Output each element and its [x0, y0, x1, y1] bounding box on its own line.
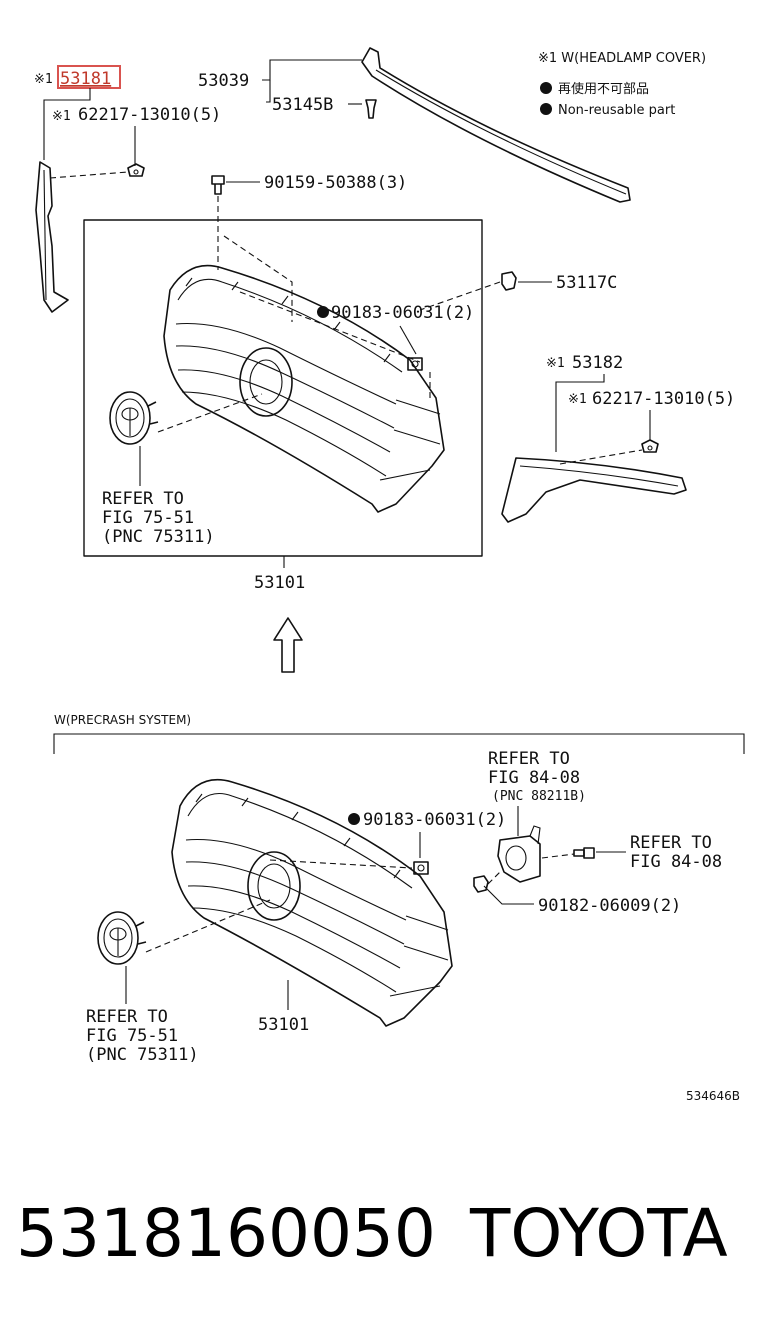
part-label-90183-top[interactable]: 90183-06031(2)	[331, 303, 474, 323]
legend-item-en: Non-reusable part	[558, 103, 675, 118]
side-molding-53181	[35, 161, 69, 313]
clip-icon	[365, 99, 377, 119]
bolt-icon	[573, 847, 595, 859]
part-label-53117c[interactable]: 53117C	[556, 273, 617, 293]
brand-name: TOYOTA	[469, 1195, 728, 1272]
non-reusable-dot-icon	[348, 813, 360, 825]
nut-icon	[413, 861, 429, 875]
refer-text[interactable]: FIG 75-51	[86, 1026, 178, 1046]
dashed-line	[541, 853, 575, 859]
part-label-62217-left[interactable]: 62217-13010(5)	[78, 105, 221, 125]
grille-assembly-frame	[83, 219, 483, 557]
clip-icon	[641, 439, 659, 453]
refer-text[interactable]: REFER TO	[86, 1007, 168, 1027]
part-label-90183-bottom[interactable]: 90183-06031(2)	[363, 810, 506, 830]
refer-text[interactable]: FIG 75-51	[102, 508, 194, 528]
refer-text[interactable]: REFER TO	[630, 833, 712, 853]
part-label-53039[interactable]: 53039	[198, 71, 249, 91]
part-label-53145b[interactable]: 53145B	[272, 95, 333, 115]
upper-molding-53039	[361, 47, 631, 203]
note-mark: ※1	[52, 109, 71, 124]
side-molding-53182	[501, 457, 687, 523]
radiator-grille-53101	[163, 264, 445, 513]
part-label-62217-right[interactable]: 62217-13010(5)	[592, 389, 735, 409]
legend-title: ※1 W(HEADLAMP COVER)	[538, 51, 706, 66]
dashed-line	[487, 871, 501, 885]
part-label-53101-bottom[interactable]: 53101	[258, 1015, 309, 1035]
refer-text[interactable]: REFER TO	[488, 749, 570, 769]
non-reusable-dot-icon	[540, 103, 552, 115]
refer-text[interactable]: FIG 84-08	[630, 852, 722, 872]
refer-text[interactable]: (PNC 88211B)	[492, 789, 586, 804]
precrash-sensor-icon	[497, 825, 541, 883]
part-number: 5318160050	[16, 1195, 436, 1272]
note-mark: ※1	[34, 72, 53, 87]
diagram-code: 534646B	[686, 1089, 740, 1103]
leader-line	[43, 88, 91, 160]
dashed-line	[157, 393, 263, 433]
dashed-line	[419, 281, 501, 311]
note-mark: ※1	[568, 392, 587, 407]
dashed-line	[269, 859, 413, 869]
part-label-53101-top[interactable]: 53101	[254, 573, 305, 593]
leader-line	[262, 59, 362, 81]
dashed-line	[223, 235, 293, 322]
nut-icon	[501, 271, 517, 291]
section-title-precrash: W(PRECRASH SYSTEM)	[54, 713, 191, 727]
highlight-box	[57, 65, 121, 89]
non-reusable-dot-icon	[540, 82, 552, 94]
radiator-grille-53101	[171, 778, 453, 1027]
refer-text[interactable]: (PNC 75311)	[86, 1045, 199, 1065]
refer-text[interactable]: REFER TO	[102, 489, 184, 509]
toyota-emblem-icon	[97, 911, 147, 965]
dashed-line	[49, 171, 129, 179]
arrow-up-icon	[273, 617, 303, 673]
section-bracket	[53, 733, 745, 754]
refer-text[interactable]: FIG 84-08	[488, 768, 580, 788]
refer-text[interactable]: (PNC 75311)	[102, 527, 215, 547]
dashed-line	[239, 291, 421, 363]
nut-icon	[473, 875, 489, 893]
leader-line	[399, 325, 417, 355]
leader-line	[266, 80, 271, 103]
note-mark: ※1	[546, 356, 565, 371]
leader-line	[555, 374, 605, 452]
part-label-90159[interactable]: 90159-50388(3)	[264, 173, 407, 193]
leader-line	[483, 885, 534, 905]
dashed-line	[145, 899, 271, 953]
bolt-icon	[211, 175, 225, 195]
toyota-emblem-icon	[109, 391, 159, 445]
part-label-53181[interactable]: 53181	[60, 69, 111, 89]
clip-icon	[127, 163, 145, 177]
part-label-53182[interactable]: 53182	[572, 353, 623, 373]
legend-item-jp: 再使用不可部品	[558, 81, 649, 97]
part-label-90182[interactable]: 90182-06009(2)	[538, 896, 681, 916]
